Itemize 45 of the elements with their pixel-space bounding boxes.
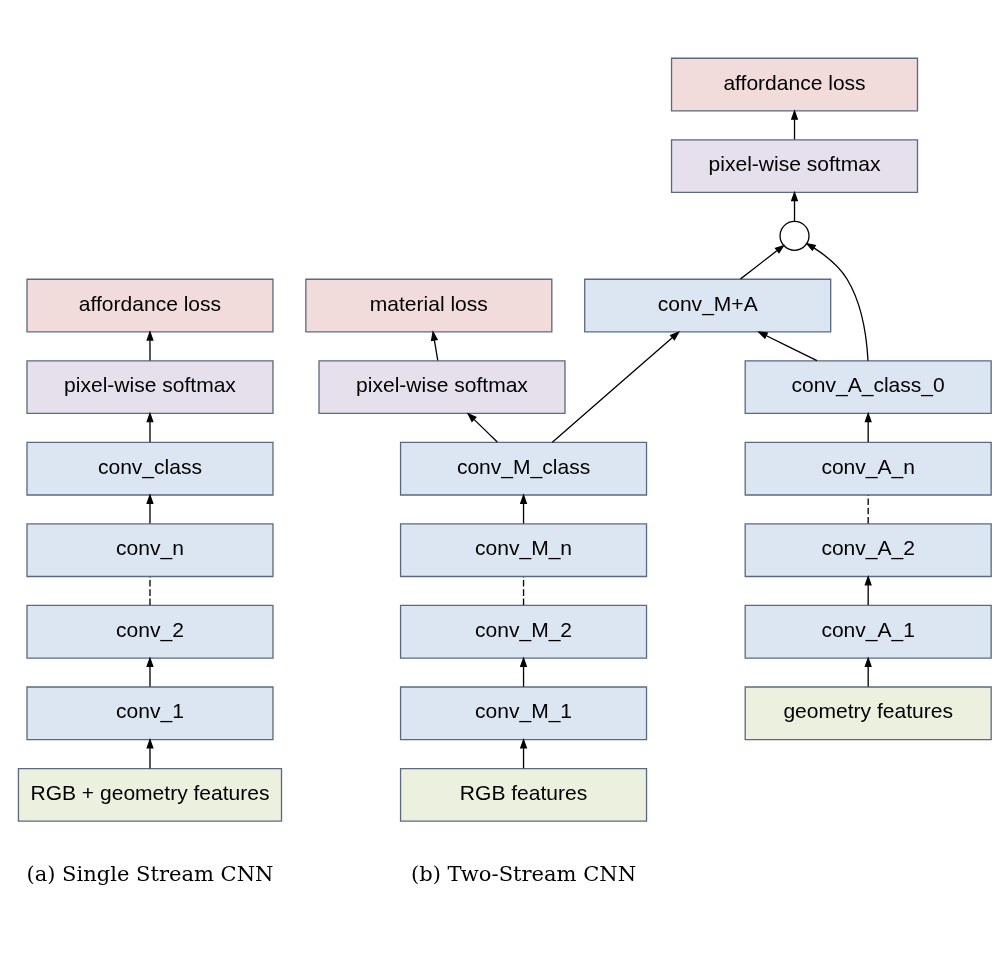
arrow	[551, 331, 681, 443]
node-box: affordance loss	[26, 278, 274, 333]
node-box: conv_M_class	[399, 441, 648, 496]
node-box: conv_M_1	[399, 686, 648, 741]
connector	[867, 494, 869, 525]
node-box: RGB features	[399, 767, 648, 822]
node-box: conv_M_n	[399, 523, 648, 578]
arrow	[146, 493, 154, 525]
node-box: conv_A_class_0	[744, 360, 992, 415]
arrow	[466, 412, 498, 443]
node-box: affordance loss	[670, 57, 919, 112]
node-box: RGB + geometry features	[17, 767, 283, 822]
node-box: conv_n	[26, 523, 274, 578]
arrow	[790, 190, 799, 222]
node-box: geometry features	[744, 686, 992, 741]
label: (b) Two-Stream CNN	[411, 861, 637, 887]
node-box: conv_class	[26, 441, 274, 496]
arrow	[146, 330, 154, 362]
node-box: pixel-wise softmax	[318, 360, 566, 415]
node-box: conv_1	[26, 686, 274, 741]
arrow	[430, 330, 439, 362]
node-box: conv_A_1	[744, 604, 992, 659]
node-circle	[779, 220, 810, 251]
arrow	[805, 242, 869, 362]
node-box: pixel-wise softmax	[26, 360, 274, 415]
node-box: material loss	[305, 278, 553, 333]
arrow	[519, 493, 528, 525]
arrow	[739, 244, 786, 280]
arrow	[519, 738, 528, 769]
node-box: pixel-wise softmax	[670, 139, 919, 194]
arrow	[864, 411, 872, 443]
node-box: conv_A_n	[744, 441, 992, 496]
arrow	[146, 411, 154, 443]
arrow	[519, 656, 528, 688]
label: (a) Single Stream CNN	[26, 861, 274, 887]
arrow	[146, 656, 154, 688]
arrow	[790, 109, 799, 141]
arrow	[864, 656, 872, 688]
node-box: conv_M_2	[399, 604, 648, 659]
node-box: conv_M+A	[584, 278, 832, 333]
node-box: conv_2	[26, 604, 274, 659]
node-box: conv_A_2	[744, 523, 992, 578]
arrow	[146, 738, 154, 769]
arrow	[864, 574, 872, 606]
arrow	[757, 331, 818, 362]
